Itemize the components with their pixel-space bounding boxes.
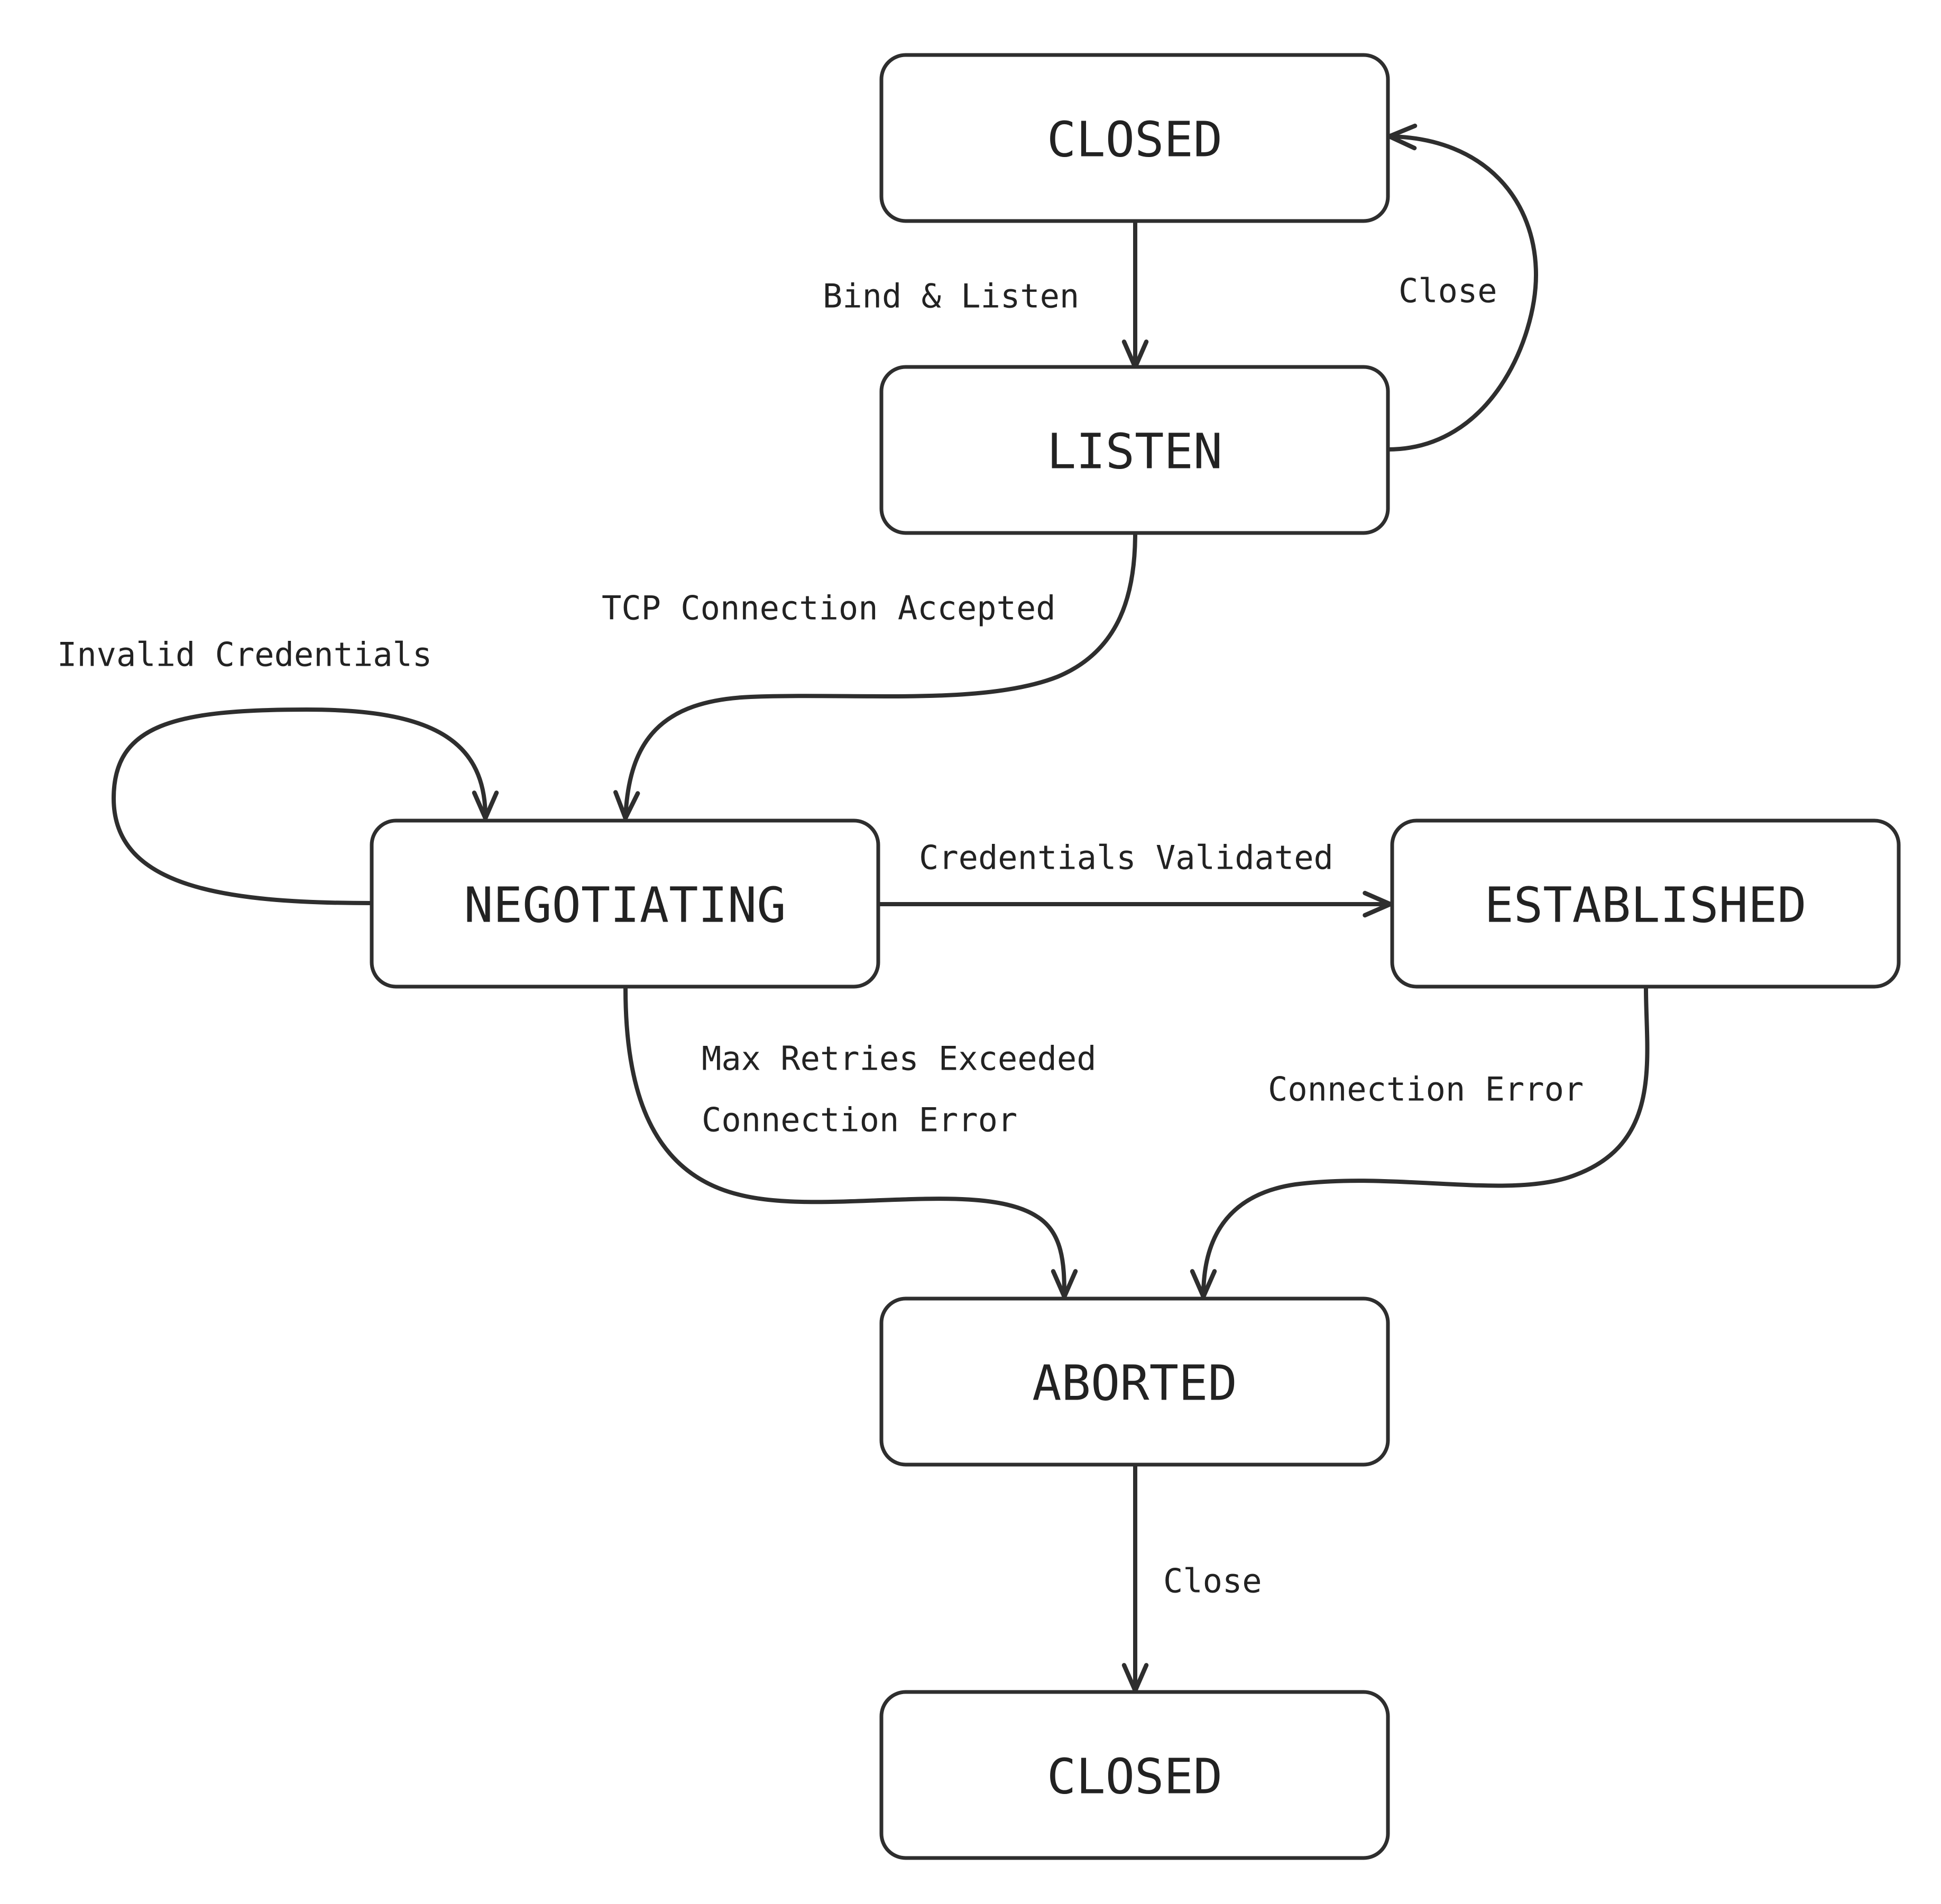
label-invalid-credentials: Invalid Credentials <box>57 636 432 674</box>
state-label-aborted: ABORTED <box>1032 1355 1237 1412</box>
edge-negotiating-to-aborted <box>623 987 1078 1299</box>
label-bind-listen: Bind & Listen <box>823 277 1079 316</box>
label-connection-error-negotiating: Connection Error <box>702 1101 1017 1139</box>
state-closed-top[interactable]: CLOSED <box>879 53 1390 223</box>
label-close-from-listen: Close <box>1399 272 1497 310</box>
label-close-from-aborted: Close <box>1163 1562 1262 1601</box>
label-credentials-validated: Credentials Validated <box>919 839 1333 877</box>
state-established[interactable]: ESTABLISHED <box>1390 818 1901 989</box>
state-label-closed-bottom: CLOSED <box>1047 1749 1222 1805</box>
state-negotiating[interactable]: NEGOTIATING <box>370 818 880 989</box>
state-label-established: ESTABLISHED <box>1484 877 1806 934</box>
edge-close-from-listen <box>1386 123 1538 452</box>
label-tcp-accepted: TCP Connection Accepted <box>602 589 1056 628</box>
edge-tcp-accepted <box>613 531 1137 821</box>
state-closed-bottom[interactable]: CLOSED <box>879 1690 1390 1860</box>
edge-established-to-aborted <box>1190 987 1650 1299</box>
edge-labels: Bind & Listen Close TCP Connection Accep… <box>57 272 1584 1601</box>
state-label-negotiating: NEGOTIATING <box>464 877 786 934</box>
state-label-closed-top: CLOSED <box>1047 112 1222 168</box>
edges <box>112 123 1650 1693</box>
state-listen[interactable]: LISTEN <box>879 365 1390 535</box>
label-connection-error-established: Connection Error <box>1268 1070 1584 1109</box>
label-max-retries: Max Retries Exceeded <box>702 1040 1097 1078</box>
state-label-listen: LISTEN <box>1047 424 1222 480</box>
edge-invalid-credentials <box>112 707 499 905</box>
state-aborted[interactable]: ABORTED <box>879 1296 1390 1467</box>
